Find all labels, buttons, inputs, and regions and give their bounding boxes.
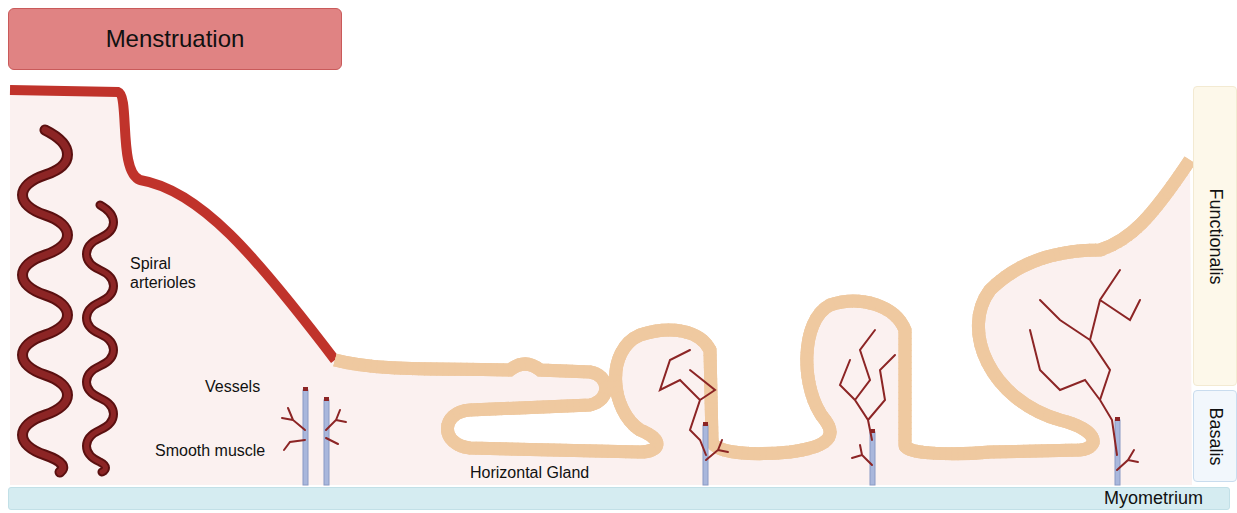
spiral-arterioles: [23, 130, 114, 472]
layer-band: Basalis: [1193, 390, 1237, 482]
layer-name: Myometrium: [1104, 488, 1203, 509]
layer-band: Myometrium: [8, 487, 1230, 510]
layer-name: Functionalis: [1205, 188, 1226, 284]
vessels: [282, 270, 1140, 470]
part-label: Vessels: [205, 377, 260, 396]
part-label: Spiral arterioles: [130, 254, 220, 292]
part-label: Smooth muscle: [155, 441, 265, 460]
part-label: Horizontal Gland: [470, 463, 589, 482]
layer-name: Basalis: [1205, 407, 1226, 465]
title-box: Menstruation: [8, 8, 342, 70]
stroma: [10, 86, 1192, 485]
layer-band: Functionalis: [1193, 86, 1237, 386]
vessel-tips: [303, 387, 1120, 433]
gland-epithelium: [335, 160, 1190, 454]
smooth-muscle-bars: [303, 390, 1120, 485]
phase-title: Menstruation: [106, 25, 245, 53]
